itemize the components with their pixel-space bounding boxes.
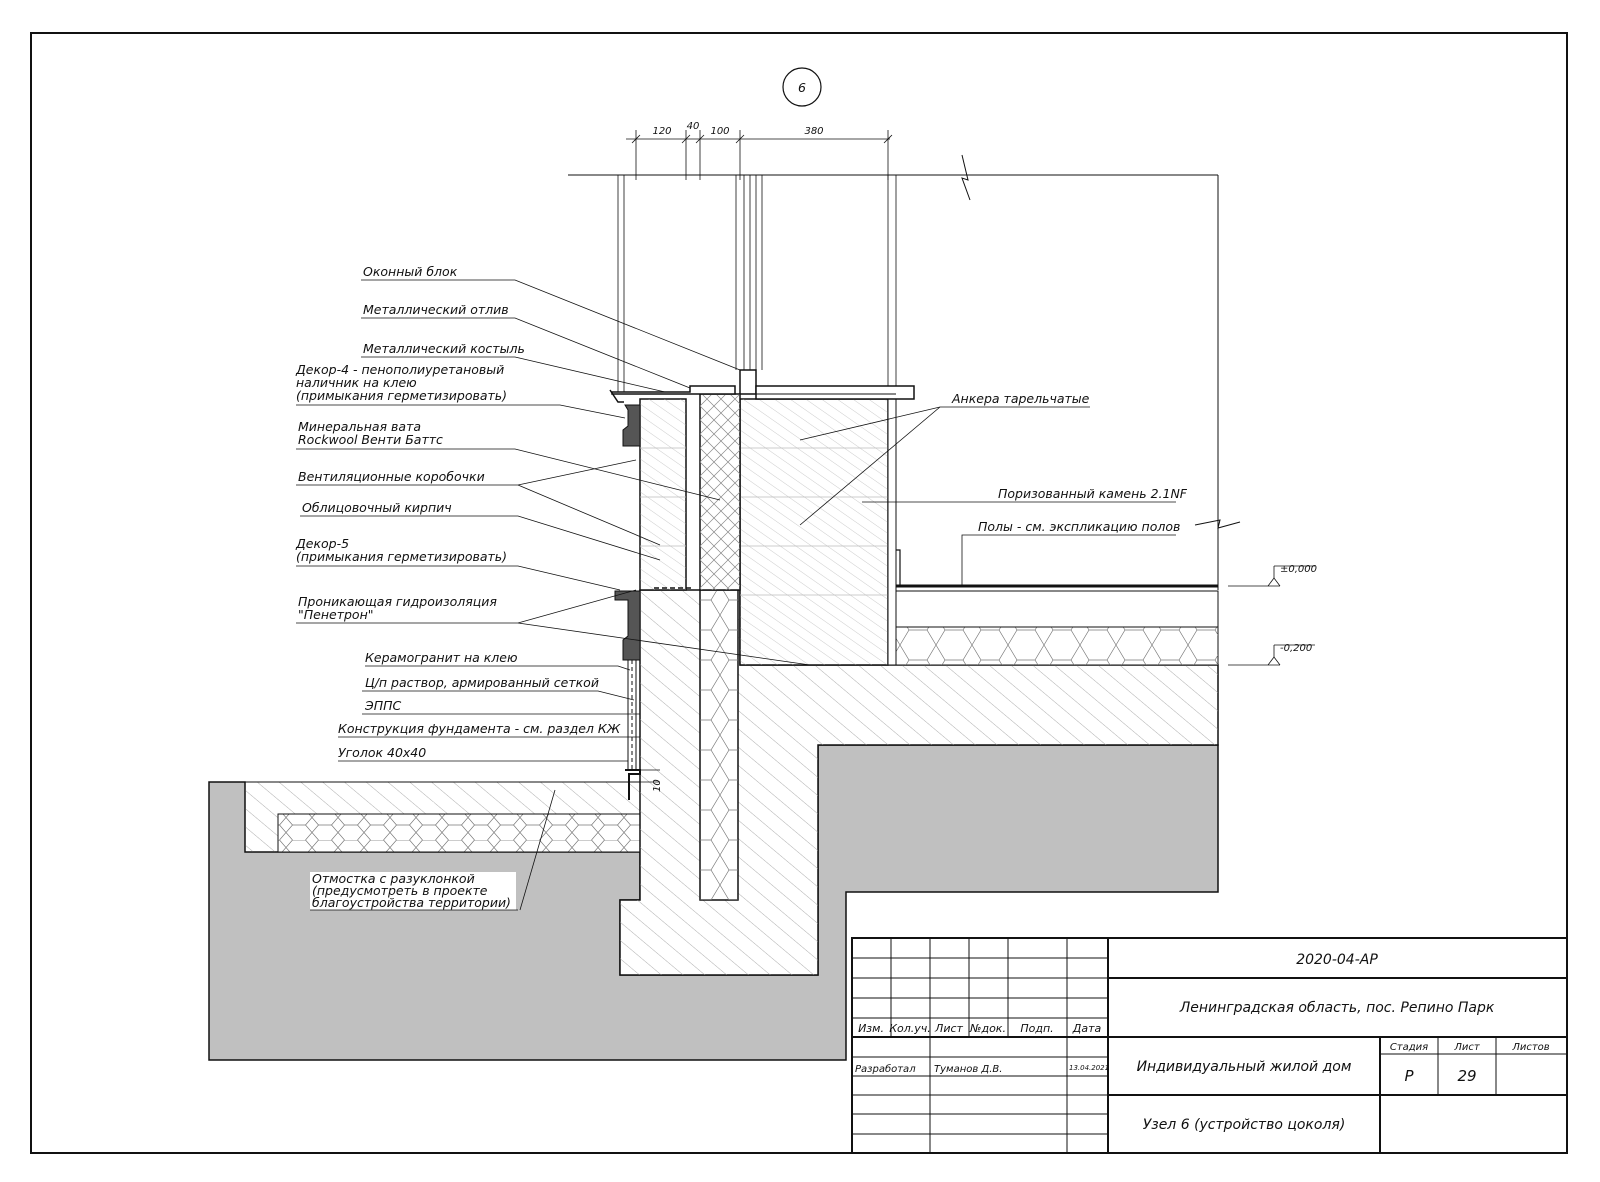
tb-date: 13.04.2021 bbox=[1069, 1064, 1109, 1072]
dim-120: 120 bbox=[652, 126, 671, 137]
tb-sheets-label: Листов bbox=[1511, 1042, 1549, 1053]
callout-decor5-line2: (примыкания герметизировать) bbox=[296, 549, 507, 564]
callout-wool-line2: Rockwool Венти Баттс bbox=[298, 432, 443, 447]
callout-porous-stone: Поризованный камень 2.1NF bbox=[998, 486, 1188, 501]
dim-100: 100 bbox=[710, 126, 729, 137]
sheet-frame bbox=[30, 32, 1568, 1154]
callout-foundation: Конструкция фундамента - см. раздел КЖ bbox=[338, 721, 621, 736]
callout-angle: Уголок 40х40 bbox=[338, 745, 426, 760]
callout-waterproof-line2: "Пенетрон" bbox=[298, 607, 374, 622]
callout-ceramic: Керамогранит на клею bbox=[365, 650, 518, 665]
tb-code: 2020-04-АР bbox=[1296, 952, 1378, 968]
callout-mortar: Ц/п раствор, армированный сеткой bbox=[365, 675, 599, 690]
tb-sheet-label: Лист bbox=[1453, 1042, 1481, 1053]
window-sill bbox=[755, 385, 915, 400]
plaster-inner bbox=[887, 398, 897, 666]
callout-decor4-line2: наличник на клею bbox=[296, 375, 417, 390]
tb-object: Индивидуальный жилой дом bbox=[1137, 1059, 1352, 1075]
node-marker: 6 bbox=[798, 80, 806, 95]
tb-sheet: 29 bbox=[1457, 1067, 1476, 1085]
callout-otmostka-line3: благоустройства территории) bbox=[312, 895, 511, 910]
dim-40: 40 bbox=[687, 121, 700, 132]
tb-stage-label: Стадия bbox=[1390, 1042, 1428, 1053]
callout-facing-brick: Облицовочный кирпич bbox=[302, 500, 452, 515]
decor-5 bbox=[614, 590, 641, 661]
callout-eps: ЭППС bbox=[364, 698, 402, 713]
tb-sheet-title: Узел 6 (устройство цоколя) bbox=[1143, 1117, 1346, 1133]
callout-waterproof-line1: Проникающая гидроизоляция bbox=[298, 594, 497, 609]
floor-slab bbox=[894, 590, 1219, 628]
tb-author: Туманов Д.В. bbox=[934, 1064, 1002, 1075]
metal-flashing bbox=[611, 385, 736, 395]
tb-col-list: Лист bbox=[934, 1022, 963, 1035]
tb-role: Разработал bbox=[855, 1063, 916, 1075]
tb-stage: Р bbox=[1404, 1067, 1414, 1085]
tb-col-data: Дата bbox=[1072, 1022, 1102, 1035]
window-block bbox=[739, 369, 757, 395]
callout-decor4-line3: (примыкания герметизировать) bbox=[296, 388, 507, 403]
callout-otmostka-line2: (предусмотреть в проекте bbox=[312, 883, 488, 898]
tb-col-ndok: №док. bbox=[969, 1022, 1006, 1035]
node-marker-circle bbox=[782, 67, 822, 107]
level-minus: -0,200 bbox=[1280, 643, 1312, 654]
callout-floors: Полы - см. экспликацию полов bbox=[978, 519, 1180, 534]
title-block: Изм. Кол.уч. Лист №док. Подп. Дата Разра… bbox=[851, 937, 1568, 1154]
callout-window-block: Оконный блок bbox=[363, 264, 458, 279]
callout-decor5-line1: Декор-5 bbox=[295, 536, 349, 551]
level-zero: ±0,000 bbox=[1280, 564, 1317, 575]
dim-10: 10 bbox=[652, 779, 663, 792]
callout-otmostka-line1: Отмостка с разуклонкой bbox=[312, 871, 475, 886]
leaders-left bbox=[296, 279, 811, 762]
leaders-right bbox=[519, 406, 1176, 911]
callout-anchors: Анкера тарельчатые bbox=[951, 391, 1090, 406]
callout-vent-boxes: Вентиляционные коробочки bbox=[298, 469, 485, 484]
tb-location: Ленинградская область, пос. Репино Парк bbox=[1179, 1000, 1495, 1016]
callouts-right: Анкера тарельчатые Поризованный камень 2… bbox=[951, 391, 1188, 534]
dimension-line bbox=[626, 130, 893, 180]
tb-col-koluch: Кол.уч. bbox=[889, 1022, 931, 1035]
tb-col-izm: Изм. bbox=[858, 1022, 884, 1035]
dim-380: 380 bbox=[804, 126, 823, 137]
angle-40x40 bbox=[625, 769, 641, 800]
callouts-left: Оконный блок Металлический отлив Металли… bbox=[295, 264, 621, 760]
window-frame-lines bbox=[617, 175, 897, 392]
callout-decor4-line1: Декор-4 - пенополиуретановый bbox=[295, 362, 504, 377]
callout-wool-line1: Минеральная вата bbox=[298, 419, 421, 434]
level-marks bbox=[1228, 565, 1315, 666]
decor-4 bbox=[622, 404, 641, 447]
callout-metal-bracket: Металлический костыль bbox=[363, 341, 525, 356]
callout-metal-flashing: Металлический отлив bbox=[363, 302, 509, 317]
tb-col-podp: Подп. bbox=[1020, 1022, 1053, 1035]
